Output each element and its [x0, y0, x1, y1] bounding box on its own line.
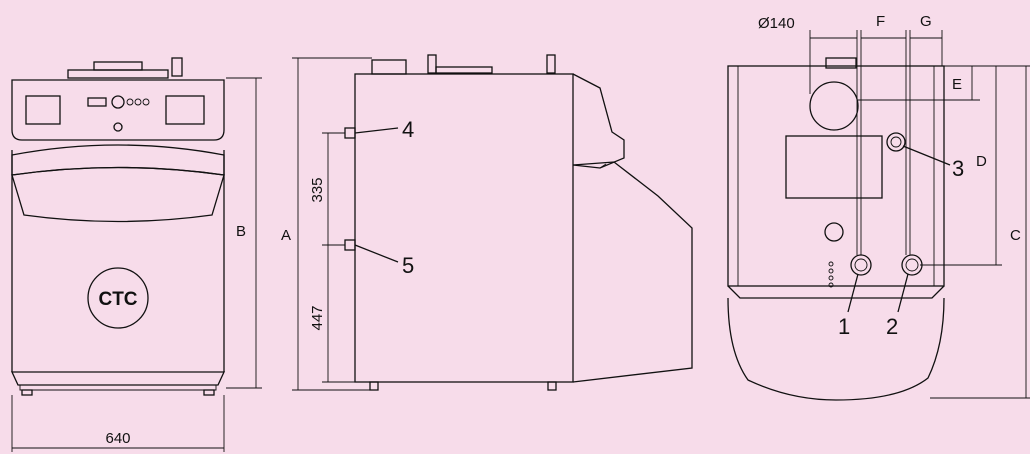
- leader-5: [354, 244, 399, 263]
- side-burner-housing: [572, 161, 693, 383]
- dim-335-label: 335: [309, 177, 326, 202]
- rear-connection-2: [901, 254, 923, 276]
- side-body: [354, 73, 574, 383]
- rear-vent-dot: [828, 275, 834, 281]
- brand-logo-text: CTC: [98, 289, 137, 310]
- front-control-panel: [11, 79, 225, 141]
- rear-connection-3: [886, 132, 906, 152]
- side-top-valve-b: [546, 54, 556, 74]
- side-connection-4: [344, 127, 356, 139]
- front-thermostat-knob: [111, 95, 125, 109]
- callout-1: 1: [838, 314, 850, 339]
- rear-flue-collar: [825, 57, 857, 69]
- rear-connection-3-inner: [890, 136, 902, 148]
- front-pressure-gauge: [113, 122, 123, 132]
- dim-140-label: Ø140: [758, 15, 795, 32]
- dim-447-label: 447: [309, 305, 326, 330]
- front-top-cap: [67, 69, 169, 79]
- side-foot-left: [369, 381, 379, 391]
- front-foot-left: [21, 389, 33, 396]
- rear-flue-outlet: [809, 81, 859, 131]
- side-top-valve-a: [427, 54, 437, 74]
- rear-vent-dot: [828, 268, 834, 274]
- rear-opening: [824, 222, 844, 242]
- rear-vent-dot: [828, 261, 834, 267]
- leader-2: [897, 273, 909, 313]
- dim-B-label: B: [236, 223, 246, 240]
- side-foot-right: [547, 381, 557, 391]
- dim-D-label: D: [976, 153, 987, 170]
- rear-burner-hood: [727, 297, 945, 401]
- rear-view: 3 1 2 Ø140 F G E D C: [727, 13, 1030, 401]
- front-top-valve: [171, 57, 183, 77]
- callout-3: 3: [952, 156, 964, 181]
- side-connection-5: [344, 239, 356, 251]
- rear-base-step: [727, 285, 945, 299]
- rear-vent-dot: [828, 282, 834, 288]
- front-indicator-b: [134, 98, 142, 106]
- leader-3: [902, 145, 951, 166]
- side-top-rail: [435, 66, 493, 74]
- leader-4: [354, 127, 399, 134]
- rear-body: [727, 65, 945, 287]
- front-display-right: [165, 95, 205, 125]
- front-view: CTC 640 B: [10, 57, 262, 452]
- callout-4: 4: [402, 117, 414, 142]
- rear-access-panel: [785, 135, 883, 199]
- side-flue-collar: [371, 59, 407, 75]
- side-view: 4 5 A 335 447: [281, 54, 693, 391]
- side-burner-detail: [599, 163, 607, 169]
- dim-640-label: 640: [105, 430, 130, 447]
- front-indicator-c: [142, 98, 150, 106]
- front-foot-right: [203, 389, 215, 396]
- front-flue-cap: [93, 61, 143, 71]
- front-base: [10, 371, 226, 386]
- front-display-left: [25, 95, 61, 125]
- callout-2: 2: [886, 314, 898, 339]
- dim-A-label: A: [281, 227, 291, 244]
- leader-1: [847, 273, 859, 313]
- callout-5: 5: [402, 253, 414, 278]
- dim-C-label: C: [1010, 227, 1021, 244]
- side-panel-profile: [572, 73, 625, 169]
- rear-connection-1: [850, 254, 872, 276]
- front-base-plinth: [19, 384, 217, 391]
- front-hood-top: [11, 144, 225, 176]
- front-hood: [11, 166, 225, 223]
- front-switch: [87, 97, 107, 107]
- dim-G-label: G: [920, 13, 932, 30]
- dim-F-label: F: [876, 13, 885, 30]
- rear-connection-2-inner: [905, 258, 919, 272]
- front-indicator-a: [126, 98, 134, 106]
- front-logo-badge: [87, 267, 149, 329]
- front-body-sides: [11, 150, 225, 372]
- dim-E-label: E: [952, 76, 962, 93]
- rear-connection-1-inner: [854, 258, 868, 272]
